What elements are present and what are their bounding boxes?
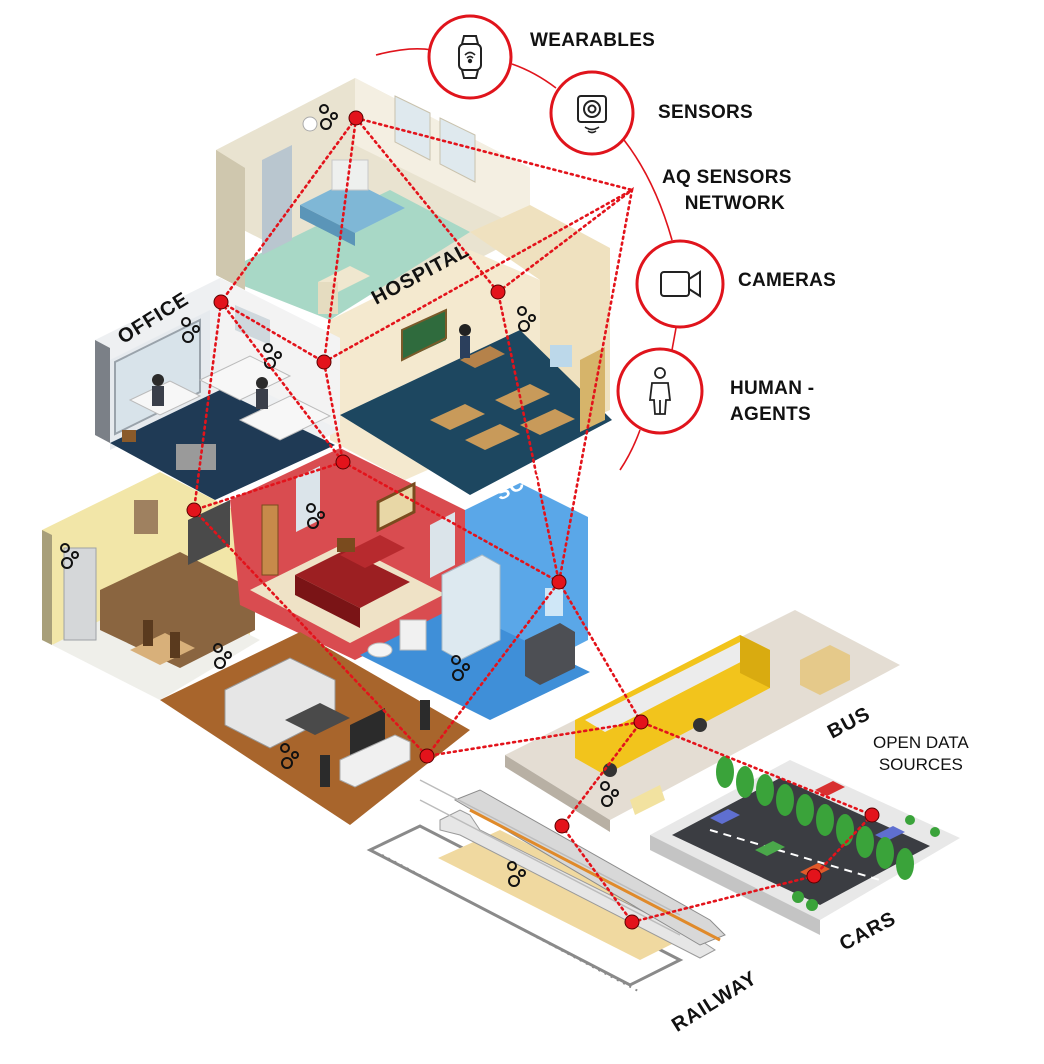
node-dot [419, 748, 435, 764]
bubbles-icon [263, 343, 282, 369]
node-dot [316, 354, 332, 370]
bubbles-icon [280, 743, 299, 769]
human-node [616, 347, 704, 435]
bubbles-icon [213, 643, 232, 669]
node-dot [554, 818, 570, 834]
cars-scene [650, 760, 960, 935]
open-data-label: OPEN DATA SOURCES [873, 732, 969, 776]
bubbles-icon [319, 104, 338, 130]
network-arc [623, 139, 673, 241]
camera-icon [660, 270, 701, 298]
node-dot [335, 454, 351, 470]
bubbles-icon [600, 781, 619, 807]
sensors-label: SENSORS [658, 102, 754, 123]
house-kitchen [42, 472, 260, 700]
bubbles-icon [181, 317, 200, 343]
human-line2: AGENTS [730, 404, 811, 425]
house-bathroom [360, 483, 590, 720]
node-dot [348, 110, 364, 126]
bubbles-icon [451, 655, 470, 681]
network-arc [671, 327, 677, 351]
aq-network-label: AQ SENSORS NETWORK [662, 165, 792, 217]
school-room [330, 205, 612, 495]
house-living [160, 632, 470, 825]
cameras-label: CAMERAS [738, 270, 837, 291]
wearables-node [427, 14, 513, 100]
wearables-label: WEARABLES [530, 30, 656, 51]
smartwatch-icon [458, 35, 482, 79]
network-arc [511, 63, 557, 89]
open-data-line1: OPEN DATA [873, 733, 969, 752]
node-dot [551, 574, 567, 590]
bus-scene [505, 610, 900, 832]
aq-network-line1: AQ SENSORS [662, 167, 792, 188]
node-dot [213, 294, 229, 310]
node-dot [624, 914, 640, 930]
trees [716, 756, 940, 911]
sensor-nodes [186, 110, 880, 930]
node-dot [806, 868, 822, 884]
hospital-room [216, 78, 530, 320]
node-dot [490, 284, 506, 300]
house-bedroom [230, 448, 465, 660]
bubbles-icon [517, 306, 536, 332]
network-arc [375, 48, 433, 56]
network-arc [619, 429, 641, 471]
node-dot [864, 807, 880, 823]
human-line1: HUMAN - [730, 378, 815, 399]
person-icon [648, 367, 672, 415]
open-data-line2: SOURCES [878, 755, 963, 774]
bubbles-icon [60, 543, 79, 569]
sensors-node [549, 70, 635, 156]
bubbles-icon [507, 861, 526, 887]
sensor-icon [577, 95, 607, 134]
bubbles-icon [306, 503, 325, 529]
cameras-node [635, 239, 725, 329]
node-dot [633, 714, 649, 730]
human-agents-label: HUMAN - AGENTS [730, 376, 814, 428]
railway-scene [366, 779, 726, 993]
aq-network-line2: NETWORK [684, 193, 785, 214]
pollutant-icons [60, 104, 619, 887]
node-dot [186, 502, 202, 518]
